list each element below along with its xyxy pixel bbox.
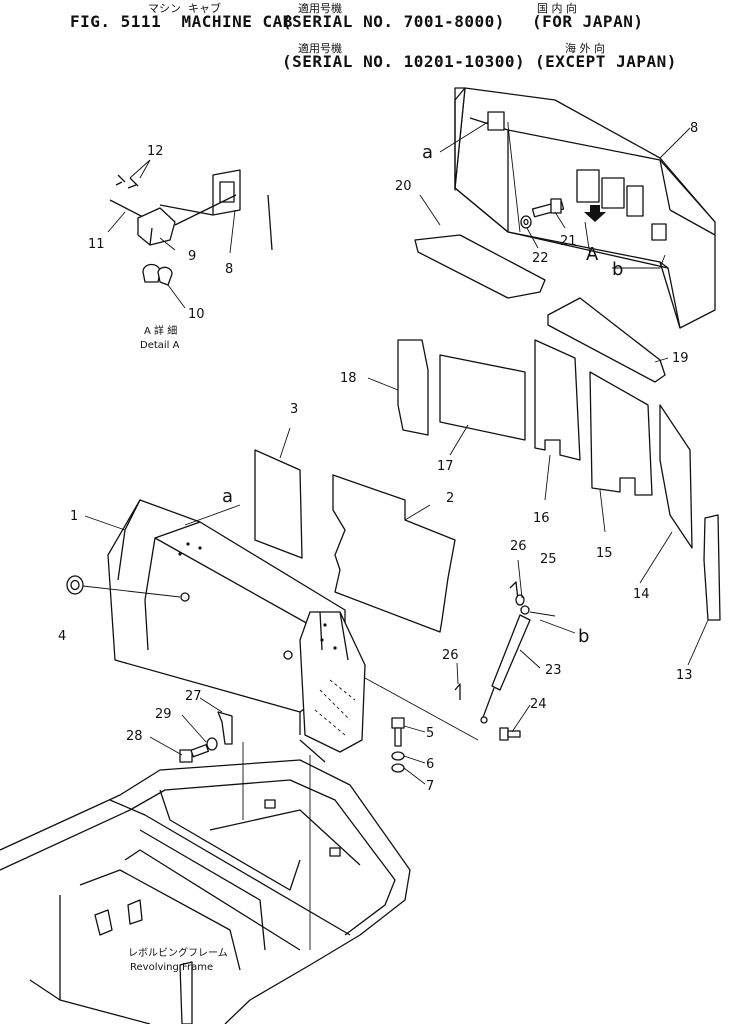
kana-serial-1: 適用号機 [298,2,342,15]
ref-b-upper: b [612,259,623,280]
callout-16: 16 [533,511,550,526]
leader-lines [82,121,709,950]
part-1-cab-hood [107,499,366,763]
callout-22: 22 [532,251,549,266]
callout-18: 18 [340,371,357,386]
frame-caption-en: Revolving Frame [130,962,213,973]
callout-20: 20 [395,179,412,194]
part-23-gas-spring [480,605,531,724]
part-26-clip-lower [454,683,461,700]
detail-a-caption-jp: A 詳 細 [144,324,177,337]
kana-region-2: 海 外 向 [565,42,605,55]
part-15-panel [589,371,653,496]
ref-b-lower: b [578,626,589,647]
callout-15: 15 [596,546,613,561]
ref-a-lower: a [222,486,233,507]
callout-23: 23 [545,663,562,678]
callout-5: 5 [426,726,434,741]
part-13-panel [703,514,721,621]
serial-range-export: (SERIAL NO. 10201-10300) [282,52,526,71]
part-18-panel [397,339,429,436]
part-24-pin [499,727,521,741]
callout-28: 28 [126,729,143,744]
part-27-bracket [217,711,233,745]
part-25-washer [515,594,525,606]
part-14-panel [659,404,693,549]
region-japan: (FOR JAPAN) [532,12,644,31]
callout-10: 10 [188,307,205,322]
callout-26-lower: 26 [442,648,459,663]
callout-3: 3 [290,402,298,417]
callout-26-upper: 26 [510,539,527,554]
page-title: FIG. 5111 MACHINE CAB [70,12,293,31]
ref-a-upper: a [422,142,433,163]
part-28-bolt [179,744,210,763]
detail-a [109,169,273,286]
revolving-frame [0,759,411,1024]
part-6-washer [391,751,405,761]
part-3-panel [254,449,303,559]
part-4-grommet [66,575,84,595]
callout-7: 7 [426,779,434,794]
callout-17: 17 [437,459,454,474]
part-7-washer [391,763,405,773]
callout-2: 2 [446,491,454,506]
kana-serial-2: 適用号機 [298,42,342,55]
part-16-panel [534,339,581,461]
callout-27: 27 [185,689,202,704]
callout-12: 12 [147,144,164,159]
callout-4: 4 [58,629,66,644]
callout-14: 14 [633,587,650,602]
callout-25: 25 [540,552,557,567]
part-5-bolt [391,717,405,747]
callout-1: 1 [70,509,78,524]
part-2-liner [332,474,456,633]
callout-11: 11 [88,237,105,252]
region-export: (EXCEPT JAPAN) [535,52,677,71]
part-26-clip-upper [509,581,519,601]
callout-24: 24 [530,697,547,712]
callout-8-detail: 8 [225,262,233,277]
callout-6: 6 [426,757,434,772]
part-20-pad [414,234,546,299]
view-a-marker: A [586,244,599,265]
callout-19: 19 [672,351,689,366]
callout-21: 21 [560,234,577,249]
callout-29: 29 [155,707,172,722]
detail-a-caption-en: Detail A [140,340,180,351]
kana-title: マシン キャブ [148,2,221,15]
serial-range-japan: (SERIAL NO. 7001-8000) [282,12,505,31]
callout-9: 9 [188,249,196,264]
callout-13: 13 [676,668,693,683]
callouts: 12 11 9 8 10 8 a 20 21 22 A b 19 18 17 1… [58,121,698,794]
frame-caption-jp: レボルビングフレーム [128,946,228,959]
kana-region-1: 国 内 向 [537,2,577,15]
part-17-panel [439,354,526,441]
part-29-washer [206,737,218,751]
part-19-pad [547,297,666,383]
part-8-rear-cover [454,87,716,329]
callout-8: 8 [690,121,698,136]
